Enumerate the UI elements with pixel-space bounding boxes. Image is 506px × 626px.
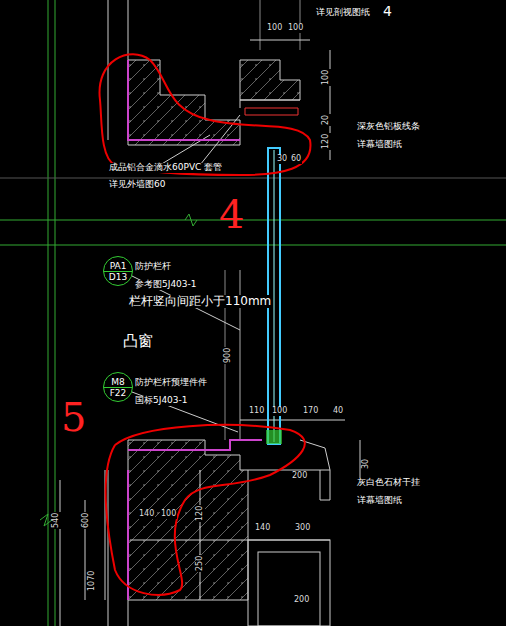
annotation-text: 300 <box>294 524 311 533</box>
annotation-text: 170 <box>302 407 319 416</box>
annotation-text: 540 <box>52 512 61 529</box>
annotation-text: 140 <box>254 524 271 533</box>
callout-text: M8 <box>111 377 125 387</box>
annotation-text: 参考图5J403-1 <box>134 280 198 290</box>
annotation-text: 防护栏杆 <box>134 262 172 272</box>
annotation-text: 深灰色铝板线条 <box>356 122 421 132</box>
annotation-text: 900 <box>224 347 233 364</box>
annotation-text: 凸窗 <box>122 333 154 350</box>
annotation-text: 250 <box>196 555 205 572</box>
callout-number: 5 <box>60 395 87 439</box>
annotation-text: 100 <box>287 24 304 33</box>
annotation-text: 30 <box>276 155 288 164</box>
annotation-text: 30 <box>362 458 371 470</box>
annotation-text: 120 <box>196 505 205 522</box>
callout-text: D13 <box>109 272 127 282</box>
annotation-text: 110 <box>248 407 265 416</box>
annotation-text: 20 <box>322 114 331 126</box>
annotation-text: 防护栏杆预埋件件 <box>134 378 208 388</box>
annotation-text: 200 <box>291 472 308 481</box>
annotation-text: 4 <box>382 4 393 19</box>
annotation-text: 40 <box>332 407 344 416</box>
annotation-text: 100 <box>322 69 331 86</box>
callout-text: PA1 <box>110 261 127 271</box>
annotation-text: 成品铝合金滴水60PVC 套管 <box>108 163 223 173</box>
annotation-text: 详幕墙图纸 <box>356 496 403 506</box>
annotation-text: 100 <box>271 407 288 416</box>
annotation-text: 国标5J403-1 <box>134 396 189 406</box>
annotation-text: 详见外墙图60 <box>108 180 166 190</box>
annotation-text: 200 <box>293 596 310 605</box>
annotation-text: 灰白色石材干挂 <box>356 478 421 488</box>
callout-number: 4 <box>218 192 245 236</box>
annotation-text: 100 <box>266 24 283 33</box>
annotation-text: 详幕墙图纸 <box>356 140 403 150</box>
annotation-text: 详见剖视图纸 <box>315 8 371 18</box>
annotation-text: 600 <box>82 512 91 529</box>
callout-circle: M8F22 <box>103 372 133 402</box>
callout-circle: PA1D13 <box>103 256 133 286</box>
annotation-text: 100 <box>160 510 177 519</box>
annotation-text: 140 <box>138 510 155 519</box>
annotation-text: 60 <box>290 155 302 164</box>
callout-text: F22 <box>110 388 127 398</box>
annotation-text: 1070 <box>88 570 97 592</box>
annotation-text: 120 <box>322 133 331 150</box>
annotation-text: 栏杆竖向间距小于110mm <box>128 295 272 308</box>
